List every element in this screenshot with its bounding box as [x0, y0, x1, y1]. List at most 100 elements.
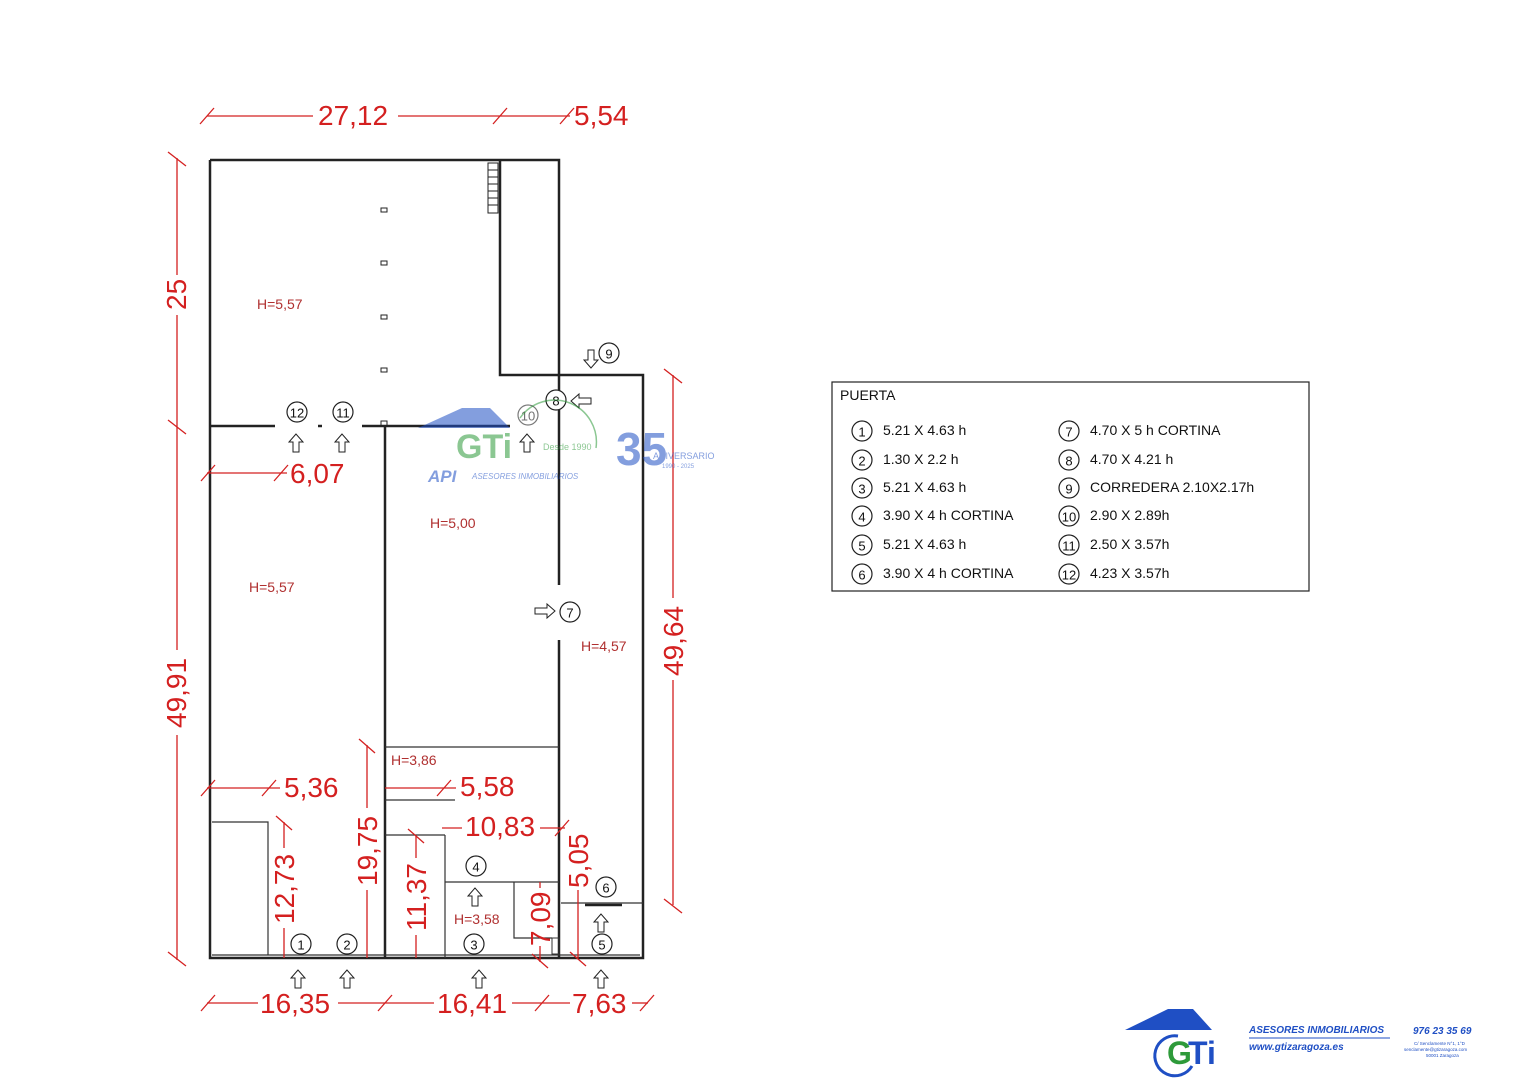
roof-icon [1125, 1009, 1212, 1030]
arrow-up-icon [466, 887, 484, 907]
svg-text:6: 6 [602, 881, 609, 896]
dimension-labels: 27,12 5,54 25 49,91 49,64 6,07 5,36 5,58… [161, 100, 689, 1019]
legend-number: 10 [1062, 510, 1076, 525]
dim-505: 5,05 [563, 834, 594, 889]
legend-marker [1058, 505, 1080, 527]
door-marker-1: 1 [290, 933, 312, 955]
legend-text: 4.70 X 5 h CORTINA [1090, 422, 1221, 438]
stair-icon [487, 162, 499, 214]
legend-marker [1058, 449, 1080, 471]
door-marker-7: 7 [559, 601, 581, 623]
height-room-top: H=5,57 [257, 296, 303, 312]
legend-number: 12 [1062, 568, 1076, 583]
legend-text: 3.90 X 4 h CORTINA [883, 565, 1014, 581]
legend-number: 9 [1065, 482, 1072, 497]
footer-logo-ti: Ti [1188, 1035, 1216, 1071]
watermark: GTi Desde 1990 API ASESORES INMOBILIARIO… [418, 399, 715, 486]
watermark-since: Desde 1990 [543, 442, 592, 452]
legend-number: 6 [858, 568, 865, 583]
door-arrows [287, 349, 610, 989]
roof-icon [418, 408, 510, 428]
legend-text: 2.50 X 3.57h [1090, 536, 1169, 552]
legend-text: 5.21 X 4.63 h [883, 536, 966, 552]
legend-text: 2.90 X 2.89h [1090, 507, 1169, 523]
arrow-up-icon [592, 969, 610, 989]
dim-bottom-2: 16,41 [437, 988, 507, 1019]
door-marker-6: 6 [595, 876, 617, 898]
legend-number: 4 [858, 510, 865, 525]
svg-text:12: 12 [290, 406, 304, 421]
door-marker-4: 4 [465, 855, 487, 877]
watermark-subtitle: ASESORES INMOBILIARIOS [471, 472, 579, 481]
svg-text:5: 5 [598, 938, 605, 953]
arrow-up-icon [592, 913, 610, 933]
legend-text: 5.21 X 4.63 h [883, 479, 966, 495]
arrow-right-icon [534, 602, 556, 620]
footer-logo: G Ti ASESORES INMOBILIARIOS www.gtizarag… [1125, 1009, 1472, 1078]
svg-text:1: 1 [297, 938, 304, 953]
svg-text:11: 11 [336, 406, 350, 421]
legend-item-6: 6 3.90 X 4 h CORTINA [851, 563, 1014, 585]
legend-marker [851, 477, 873, 499]
door-marker-10: 10 [517, 404, 539, 426]
height-room-small-1: H=3,86 [391, 752, 437, 768]
watermark-anniv-num: 35 [616, 423, 667, 475]
arrow-up-icon [518, 433, 536, 453]
door-marker-12: 12 [286, 401, 308, 423]
height-room-center: H=5,00 [430, 515, 476, 531]
svg-text:4: 4 [472, 860, 479, 875]
footer-address-2: senclamente@gtizaragoza.com [1404, 1047, 1467, 1052]
dim-right: 49,64 [658, 606, 689, 676]
footer-website: www.gtizaragoza.es [1249, 1042, 1344, 1053]
svg-text:9: 9 [605, 347, 612, 362]
legend-marker [851, 563, 873, 585]
arrow-up-icon [287, 433, 305, 453]
footer-address-1: C/ Senclamente N°1, 1°D [1414, 1041, 1466, 1046]
svg-text:3: 3 [470, 938, 477, 953]
legend-item-10: 10 2.90 X 2.89h [1058, 505, 1169, 527]
legend-text: 4.23 X 3.57h [1090, 565, 1169, 581]
dim-1975: 19,75 [352, 816, 383, 886]
dim-1273: 12,73 [269, 854, 300, 924]
legend-item-12: 12 4.23 X 3.57h [1058, 563, 1169, 585]
svg-text:2: 2 [343, 938, 350, 953]
height-room-right: H=4,57 [581, 638, 627, 654]
dim-left-lower: 49,91 [161, 658, 192, 728]
svg-text:7: 7 [566, 606, 573, 621]
dim-left-upper: 25 [161, 279, 192, 310]
svg-text:10: 10 [521, 409, 535, 424]
dim-top-left: 27,12 [318, 100, 388, 131]
door-markers: 12 11 10 8 9 7 4 6 1 2 3 5 [286, 342, 620, 955]
legend-text: 4.70 X 4.21 h [1090, 451, 1173, 467]
arrow-up-icon [470, 969, 488, 989]
legend-text: CORREDERA 2.10X2.17h [1090, 479, 1254, 495]
height-room-left: H=5,57 [249, 579, 295, 595]
arrow-up-icon [338, 969, 356, 989]
legend-number: 2 [858, 454, 865, 469]
arrow-up-icon [333, 433, 351, 453]
watermark-brand: GTi [456, 428, 512, 466]
footer-company: ASESORES INMOBILIARIOS [1248, 1025, 1384, 1036]
room-heights: H=5,57 H=5,57 H=5,00 H=4,57 H=3,86 H=3,5… [249, 296, 627, 927]
door-marker-11: 11 [332, 401, 354, 423]
legend-marker [851, 420, 873, 442]
dim-bottom-3: 7,63 [572, 988, 627, 1019]
legend-marker [1058, 477, 1080, 499]
arrow-up-icon [289, 969, 307, 989]
legend-number: 7 [1065, 425, 1072, 440]
legend-marker [851, 534, 873, 556]
height-room-small-2: H=3,58 [454, 911, 500, 927]
door-marker-3: 3 [463, 933, 485, 955]
dim-536: 5,36 [284, 772, 339, 803]
dim-bottom-1: 16,35 [260, 988, 330, 1019]
arrow-left-icon [570, 392, 592, 410]
watermark-anniv-label: ANIVERSARIO [653, 451, 715, 461]
dim-1083: 10,83 [465, 811, 535, 842]
